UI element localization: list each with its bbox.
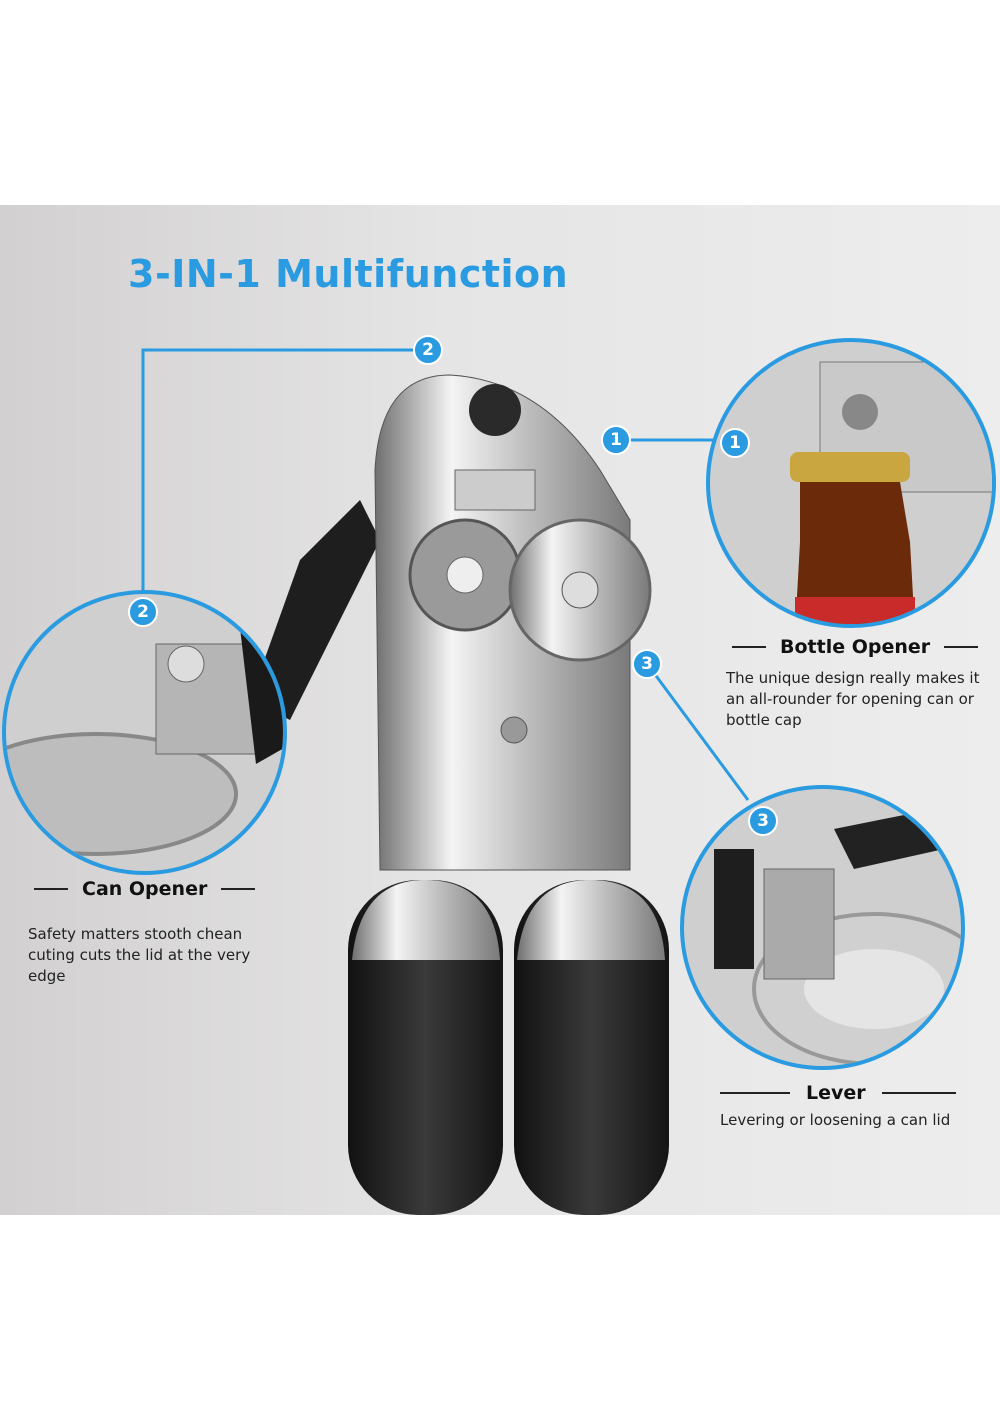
- lever-heading: Lever: [720, 1082, 956, 1104]
- can-opener-detail-image: [2, 590, 287, 875]
- callout-badge-1-detail: 1: [720, 428, 750, 458]
- callout-badge-3-detail: 3: [748, 806, 778, 836]
- lever-title: Lever: [806, 1082, 866, 1104]
- can-opener-heading: Can Opener: [34, 878, 256, 900]
- lever-detail-image: [680, 785, 965, 1070]
- callout-badge-2: 2: [413, 335, 443, 365]
- bottle-opener-heading: Bottle Opener: [732, 636, 979, 658]
- callout-badge-1: 1: [601, 425, 631, 455]
- can-opener-title: Can Opener: [82, 878, 208, 900]
- callout-badge-2-detail: 2: [128, 597, 158, 627]
- bottle-opener-title: Bottle Opener: [780, 636, 931, 658]
- page-title: 3-IN-1 Multifunction: [128, 252, 569, 296]
- lever-description: Levering or loosening a can lid: [720, 1111, 951, 1129]
- bottle-opener-detail-image: [706, 338, 996, 628]
- callout-badge-3: 3: [632, 649, 662, 679]
- bottle-opener-description: The unique design really makes it an all…: [726, 669, 980, 729]
- can-opener-description: Safety matters stooth chean cuting cuts …: [28, 925, 251, 985]
